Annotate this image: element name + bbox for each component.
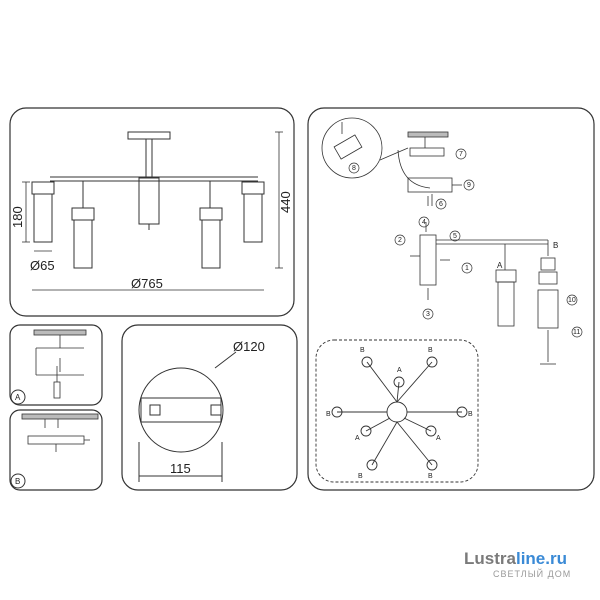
lamp-front-view	[31, 131, 265, 269]
callout-6: 6	[439, 201, 443, 208]
canopy-mount-label: 115	[170, 461, 191, 476]
callout-7: 7	[459, 151, 463, 158]
top-label-b-6: B	[428, 473, 433, 480]
panel-canopy	[121, 324, 298, 491]
top-label-b-3: B	[326, 411, 331, 418]
watermark-brand-part2: line.ru	[516, 549, 567, 568]
callout-10: 10	[568, 297, 576, 304]
lamp-label-a: A	[497, 261, 503, 270]
panel-dimensions	[9, 107, 295, 317]
watermark-logo: Lustraline.ru СВЕТЛЫЙ ДОМ	[464, 549, 571, 579]
top-label-a-1: A	[397, 367, 402, 374]
step-b-drawing	[21, 413, 99, 452]
callout-badges	[348, 148, 583, 338]
callout-8: 8	[352, 165, 356, 172]
assembly-drawing	[321, 117, 559, 365]
callout-9: 9	[467, 182, 471, 189]
callout-1: 1	[465, 265, 469, 272]
callout-2: 2	[398, 237, 402, 244]
callout-5: 5	[453, 233, 457, 240]
canopy-drawing	[138, 351, 237, 482]
height-total-label: 440	[278, 191, 293, 213]
step-b-badge	[10, 473, 26, 489]
top-label-a-3: A	[436, 435, 441, 442]
panel-assembly	[307, 107, 595, 491]
panel-step-a	[9, 324, 103, 406]
dimension-lines	[22, 131, 283, 291]
shade-diameter-label: Ø65	[30, 258, 55, 273]
panel-step-b	[9, 409, 103, 491]
watermark-brand-part1: Lustra	[464, 549, 517, 568]
top-view-star	[331, 356, 468, 471]
svg-text:Lustraline.ru: Lustraline.ru	[464, 549, 567, 568]
lamp-label-b: B	[553, 241, 558, 250]
callout-3: 3	[426, 311, 430, 318]
height-small-label: 180	[10, 206, 25, 228]
watermark-tagline: СВЕТЛЫЙ ДОМ	[493, 568, 571, 579]
panel-top-view	[315, 339, 479, 483]
top-label-b-2: B	[428, 347, 433, 354]
span-diameter-label: Ø765	[131, 276, 163, 291]
step-b-label: B	[15, 477, 20, 486]
step-a-label: A	[15, 393, 21, 402]
top-label-b-1: B	[360, 347, 365, 354]
step-a-badge	[10, 389, 26, 405]
step-a-drawing	[33, 329, 87, 399]
canopy-diameter-label: Ø120	[233, 339, 265, 354]
top-label-a-2: A	[355, 435, 360, 442]
callout-11: 11	[573, 329, 580, 336]
top-label-b-4: B	[468, 411, 473, 418]
top-label-b-5: B	[358, 473, 363, 480]
callout-4: 4	[422, 219, 426, 226]
